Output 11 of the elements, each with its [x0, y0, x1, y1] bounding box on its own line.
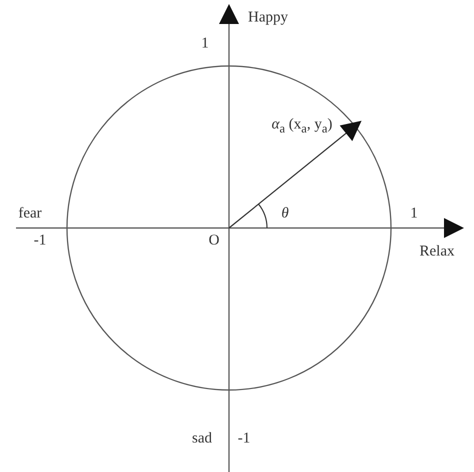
axis-label: α$_{a}$ (x$_{a}$, y$_{a}$)	[272, 117, 332, 135]
axis-label: 1	[201, 36, 209, 52]
axis-label: -1	[34, 234, 46, 248]
axis-label: O	[208, 234, 220, 248]
axis-label: 1	[410, 206, 418, 222]
axis-label: fear	[18, 206, 42, 222]
axis-label: sad	[192, 432, 212, 446]
axis-label: Relax	[420, 244, 454, 260]
axis-label: Happy	[248, 10, 288, 26]
axis-label: θ	[281, 206, 289, 222]
axis-label: -1	[238, 432, 250, 446]
